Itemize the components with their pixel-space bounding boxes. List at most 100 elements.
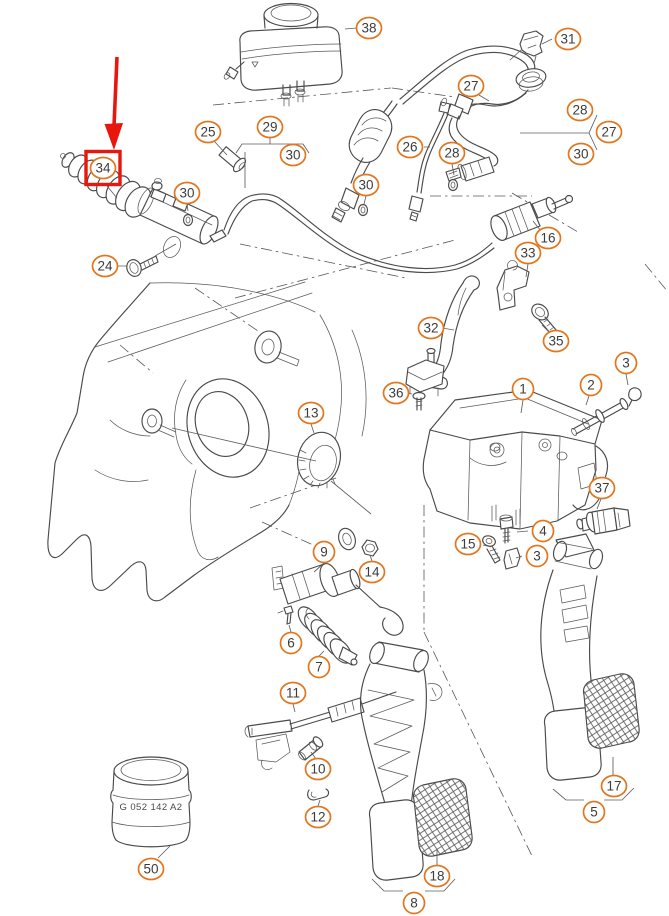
construction-lines (119, 87, 669, 857)
callout-28: 28 (438, 141, 466, 165)
svg-text:16: 16 (540, 231, 555, 246)
svg-text:25: 25 (200, 125, 215, 140)
callout-24: 24 (91, 254, 119, 278)
callout-38: 38 (355, 16, 383, 40)
callout-16: 16 (534, 226, 562, 250)
svg-text:28: 28 (444, 146, 459, 161)
highlight-arrow (104, 56, 123, 150)
svg-text:36: 36 (388, 386, 403, 401)
fluid-reservoir-drawing (223, 2, 343, 107)
support-bracket-drawing (405, 260, 558, 411)
svg-text:30: 30 (573, 147, 588, 162)
svg-text:30: 30 (285, 148, 300, 163)
callout-33: 33 (514, 241, 542, 265)
svg-text:8: 8 (410, 896, 418, 911)
callout-17: 17 (600, 774, 628, 798)
callout-18: 18 (423, 864, 451, 888)
callout-13: 13 (297, 401, 325, 425)
callout-11: 11 (279, 681, 307, 705)
sleeve-part-drawing: G 052 142 A2 (110, 756, 192, 848)
clutch-pipe-drawing (223, 152, 574, 274)
callout-32: 32 (417, 316, 445, 340)
callout-35: 35 (542, 329, 570, 353)
svg-text:4: 4 (539, 524, 547, 539)
callout-34: 34 (84, 149, 122, 187)
master-cylinder-drawing (271, 527, 404, 666)
svg-text:38: 38 (361, 21, 376, 36)
svg-text:6: 6 (287, 636, 295, 651)
svg-text:27: 27 (463, 79, 478, 94)
callout-27: 27 (457, 74, 485, 98)
clutch-pedal-drawing (360, 641, 473, 881)
callout-2: 2 (579, 373, 603, 397)
highlight-box (84, 149, 122, 187)
callout-30: 30 (279, 143, 307, 167)
callout-15: 15 (454, 532, 482, 556)
callout-30: 30 (173, 181, 201, 205)
sleeve-part-number: G 052 142 A2 (120, 802, 183, 813)
callout-10: 10 (304, 757, 332, 781)
svg-text:5: 5 (590, 805, 598, 820)
svg-text:13: 13 (303, 406, 318, 421)
svg-text:10: 10 (310, 762, 325, 777)
svg-text:15: 15 (460, 537, 475, 552)
callout-3: 3 (525, 544, 549, 568)
callout-50: 50 (137, 857, 165, 881)
svg-text:3: 3 (533, 549, 541, 564)
svg-text:50: 50 (143, 862, 158, 877)
svg-text:26: 26 (402, 140, 417, 155)
callout-25: 25 (194, 120, 222, 144)
callout-8: 8 (402, 891, 426, 915)
callout-1: 1 (511, 377, 535, 401)
callout-36: 36 (382, 381, 410, 405)
leader-lines (106, 27, 635, 892)
svg-text:31: 31 (560, 32, 575, 47)
pedal-bracket-drawing (422, 387, 642, 570)
svg-text:1: 1 (519, 382, 527, 397)
callout-26: 26 (396, 135, 424, 159)
svg-text:24: 24 (97, 259, 113, 274)
svg-text:28: 28 (572, 103, 587, 118)
callout-29: 29 (256, 115, 284, 139)
svg-text:3: 3 (622, 356, 630, 371)
svg-text:27: 27 (601, 125, 616, 140)
callout-9: 9 (312, 540, 336, 564)
firewall-panel-drawing (47, 281, 367, 602)
callout-3: 3 (614, 351, 638, 375)
svg-text:18: 18 (429, 869, 444, 884)
callout-30: 30 (567, 142, 595, 166)
callout-5: 5 (582, 800, 606, 824)
vent-pipe-drawing (331, 30, 547, 223)
svg-text:11: 11 (286, 686, 300, 701)
callout-31: 31 (554, 27, 582, 51)
svg-text:12: 12 (310, 810, 325, 825)
callout-37: 37 (588, 476, 616, 500)
svg-text:30: 30 (358, 178, 373, 193)
callout-28: 28 (566, 98, 594, 122)
overflow-hose-drawing (408, 97, 451, 222)
svg-text:7: 7 (315, 660, 323, 675)
svg-text:32: 32 (423, 321, 438, 336)
callout-12: 12 (304, 805, 332, 829)
callout-7: 7 (307, 655, 331, 679)
callout-14: 14 (358, 560, 386, 584)
svg-text:2: 2 (587, 378, 595, 393)
svg-text:29: 29 (262, 120, 277, 135)
svg-text:14: 14 (364, 565, 380, 580)
callout-27: 27 (595, 120, 623, 144)
callout-6: 6 (279, 631, 303, 655)
svg-text:30: 30 (179, 186, 194, 201)
svg-text:33: 33 (520, 246, 535, 261)
callout-4: 4 (531, 519, 555, 543)
svg-text:35: 35 (548, 334, 563, 349)
supply-hose-drawing (445, 89, 529, 192)
svg-text:34: 34 (95, 161, 111, 176)
svg-text:37: 37 (594, 481, 609, 496)
pushrod-drawing (244, 691, 397, 801)
callout-30: 30 (352, 173, 380, 197)
svg-text:17: 17 (606, 779, 621, 794)
svg-text:9: 9 (320, 545, 328, 560)
